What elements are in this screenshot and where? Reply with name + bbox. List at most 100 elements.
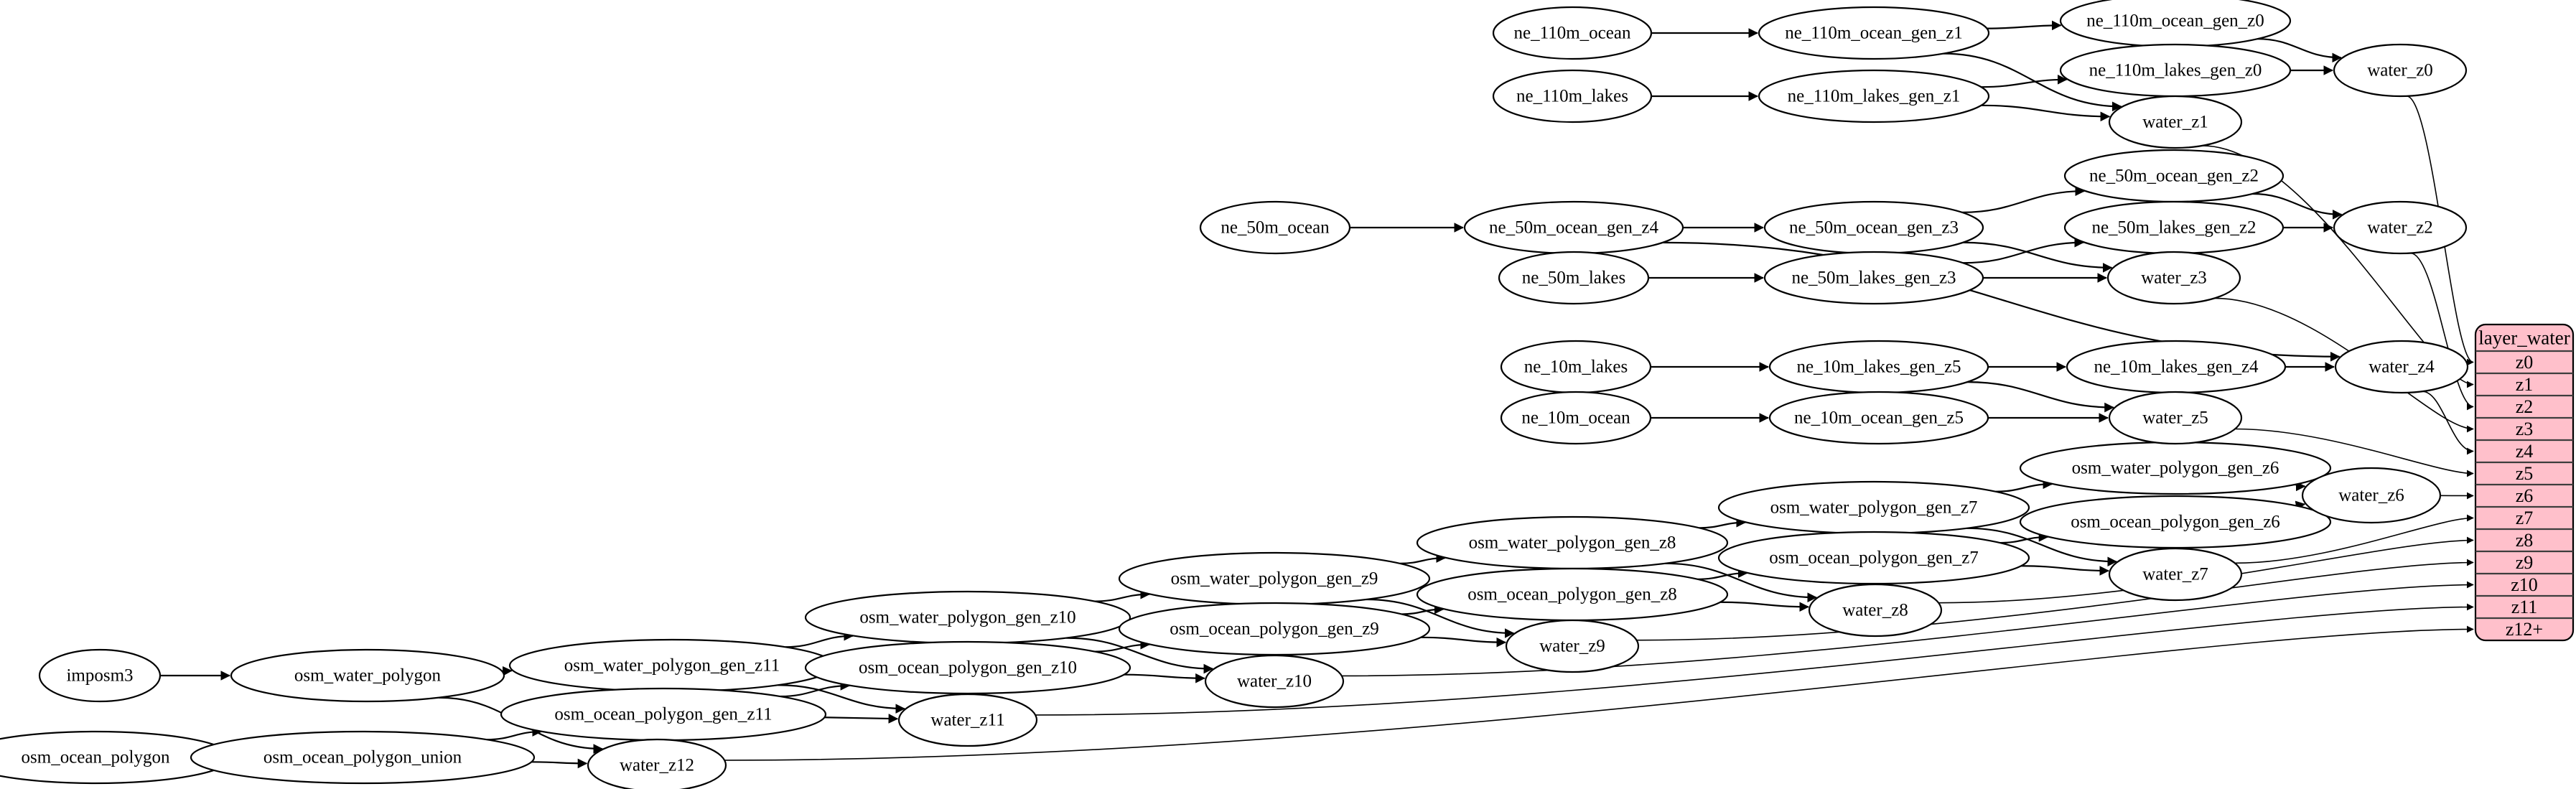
node-osm_water_polygon_gen_z6[interactable]: osm_water_polygon_gen_z6 <box>2019 441 2332 495</box>
node-label: ne_110m_lakes <box>1516 87 1628 106</box>
record-row-z2[interactable]: z2 <box>2516 396 2534 417</box>
node-osm_water_polygon_gen_z9[interactable]: osm_water_polygon_gen_z9 <box>1118 551 1431 606</box>
record-row-z10[interactable]: z10 <box>2511 574 2538 595</box>
record-row-z4[interactable]: z4 <box>2516 441 2534 462</box>
node-ellipse <box>2108 95 2243 149</box>
node-ne_110m_lakes_gen_z0[interactable]: ne_110m_lakes_gen_z0 <box>2059 43 2292 98</box>
node-water_z0[interactable]: water_z0 <box>2333 43 2468 98</box>
node-osm_water_polygon_gen_z11[interactable]: osm_water_polygon_gen_z11 <box>508 638 836 693</box>
record-row-z1[interactable]: z1 <box>2516 374 2534 395</box>
node-osm_ocean_polygon_union[interactable]: osm_ocean_polygon_union <box>190 730 536 785</box>
record-row-z6[interactable]: z6 <box>2516 485 2534 506</box>
node-water_z4[interactable]: water_z4 <box>2334 340 2469 394</box>
node-osm_ocean_polygon_gen_z11[interactable]: osm_ocean_polygon_gen_z11 <box>500 687 827 742</box>
node-ne_50m_lakes_gen_z3[interactable]: ne_50m_lakes_gen_z3 <box>1763 251 1984 305</box>
node-osm_water_polygon[interactable]: osm_water_polygon <box>230 648 505 703</box>
node-water_z7[interactable]: water_z7 <box>2108 547 2243 602</box>
node-label: ne_10m_lakes_gen_z5 <box>1796 358 1961 377</box>
edge-layer <box>160 20 2474 769</box>
node-water_z2[interactable]: water_z2 <box>2333 200 2468 255</box>
node-ne_50m_ocean_gen_z2[interactable]: ne_50m_ocean_gen_z2 <box>2063 149 2285 203</box>
node-osm_water_polygon_gen_z7[interactable]: osm_water_polygon_gen_z7 <box>1717 480 2030 535</box>
record-row-z7[interactable]: z7 <box>2516 508 2534 528</box>
node-label: ne_110m_ocean_gen_z0 <box>2086 11 2264 31</box>
node-label: osm_water_polygon_gen_z6 <box>2072 459 2279 478</box>
node-ellipse <box>1199 200 1351 255</box>
node-ne_110m_ocean_gen_z0[interactable]: ne_110m_ocean_gen_z0 <box>2059 0 2292 48</box>
node-ne_10m_lakes[interactable]: ne_10m_lakes <box>1500 340 1652 394</box>
edge-osm_water_polygon_gen_z8-to-water_z8 <box>1665 562 1818 603</box>
node-label: osm_water_polygon_gen_z10 <box>859 608 1075 627</box>
node-label: ne_50m_lakes <box>1522 269 1625 288</box>
node-ne_10m_ocean[interactable]: ne_10m_ocean <box>1500 391 1652 445</box>
node-water_z12[interactable]: water_z12 <box>587 738 727 789</box>
node-label: ne_10m_lakes <box>1524 358 1628 377</box>
node-label: ne_10m_ocean_gen_z5 <box>1794 408 1964 428</box>
node-label: water_z9 <box>1539 637 1605 656</box>
record-row-z9[interactable]: z9 <box>2516 552 2534 573</box>
node-osm_water_polygon_gen_z8[interactable]: osm_water_polygon_gen_z8 <box>1416 515 1729 570</box>
node-osm_ocean_polygon_gen_z10[interactable]: osm_ocean_polygon_gen_z10 <box>804 640 1131 695</box>
edge-ne_50m_ocean_gen_z4-to-water_z4 <box>1662 241 2341 362</box>
node-water_z5[interactable]: water_z5 <box>2108 391 2243 445</box>
node-water_z8[interactable]: water_z8 <box>1808 583 1943 638</box>
edge-osm_water_polygon_gen_z10-to-osm_water_polygon_gen_z9 <box>1094 589 1151 602</box>
node-ne_110m_lakes_gen_z1[interactable]: ne_110m_lakes_gen_z1 <box>1758 69 1990 123</box>
node-ne_50m_lakes[interactable]: ne_50m_lakes <box>1498 251 1650 305</box>
node-ellipse <box>2108 391 2243 445</box>
node-osm_ocean_polygon_gen_z6[interactable]: osm_ocean_polygon_gen_z6 <box>2019 495 2332 549</box>
node-ne_10m_lakes_gen_z5[interactable]: ne_10m_lakes_gen_z5 <box>1768 340 1989 394</box>
edge-osm_ocean_polygon_gen_z11-to-water_z11 <box>824 714 899 724</box>
edge-ne_110m_ocean_gen_z1-to-water_z1 <box>1943 52 2122 112</box>
node-osm_ocean_polygon[interactable]: osm_ocean_polygon <box>0 730 233 785</box>
node-imposm3[interactable]: imposm3 <box>38 648 162 703</box>
node-water_z6[interactable]: water_z6 <box>2301 467 2442 524</box>
node-water_z9[interactable]: water_z9 <box>1505 619 1640 673</box>
node-label: osm_ocean_polygon_gen_z9 <box>1170 620 1379 639</box>
node-label: ne_110m_lakes_gen_z0 <box>2089 61 2262 80</box>
node-label: water_z8 <box>1842 601 1908 620</box>
node-label: osm_ocean_polygon <box>22 748 170 767</box>
node-ne_110m_ocean[interactable]: ne_110m_ocean <box>1492 6 1653 60</box>
edge-osm_ocean_polygon_union-to-osm_ocean_polygon_gen_z11 <box>487 727 543 741</box>
node-ne_50m_lakes_gen_z2[interactable]: ne_50m_lakes_gen_z2 <box>2063 200 2285 255</box>
record-row-z3[interactable]: z3 <box>2516 419 2534 439</box>
record-row-z5[interactable]: z5 <box>2516 463 2534 484</box>
node-ellipse <box>190 730 536 785</box>
node-ne_110m_ocean_gen_z1[interactable]: ne_110m_ocean_gen_z1 <box>1758 6 1990 60</box>
node-osm_water_polygon_gen_z10[interactable]: osm_water_polygon_gen_z10 <box>804 590 1131 645</box>
edge-osm_ocean_polygon_gen_z9-to-water_z9 <box>1421 636 1507 648</box>
node-water_z10[interactable]: water_z10 <box>1204 654 1345 709</box>
node-ellipse <box>1758 6 1990 60</box>
node-ne_50m_ocean_gen_z4[interactable]: ne_50m_ocean_gen_z4 <box>1463 200 1684 255</box>
record-row-z12+[interactable]: z12+ <box>2506 619 2543 640</box>
node-ne_110m_lakes[interactable]: ne_110m_lakes <box>1492 69 1653 123</box>
node-ellipse <box>230 648 505 703</box>
node-label: ne_110m_ocean_gen_z1 <box>1785 24 1963 43</box>
edge-osm_water_polygon_gen_z11-to-water_z11 <box>778 684 905 714</box>
node-ellipse <box>1763 251 1984 305</box>
node-ne_50m_ocean[interactable]: ne_50m_ocean <box>1199 200 1351 255</box>
node-label: ne_50m_ocean <box>1221 218 1330 238</box>
node-water_z3[interactable]: water_z3 <box>2106 251 2241 305</box>
node-osm_ocean_polygon_gen_z8[interactable]: osm_ocean_polygon_gen_z8 <box>1416 567 1729 622</box>
node-ne_50m_ocean_gen_z3[interactable]: ne_50m_ocean_gen_z3 <box>1763 200 1984 255</box>
edge-ne_110m_ocean_gen_z1-to-ne_110m_ocean_gen_z0 <box>1987 20 2062 31</box>
record-row-z0[interactable]: z0 <box>2516 352 2534 373</box>
node-osm_ocean_polygon_gen_z7[interactable]: osm_ocean_polygon_gen_z7 <box>1717 531 2030 585</box>
node-water_z11[interactable]: water_z11 <box>897 693 1038 747</box>
node-ellipse <box>1768 391 1989 445</box>
node-ellipse <box>38 648 162 703</box>
node-osm_ocean_polygon_gen_z9[interactable]: osm_ocean_polygon_gen_z9 <box>1118 602 1431 656</box>
node-ne_10m_ocean_gen_z5[interactable]: ne_10m_ocean_gen_z5 <box>1768 391 1989 445</box>
node-ne_10m_lakes_gen_z4[interactable]: ne_10m_lakes_gen_z4 <box>2066 340 2287 394</box>
record-node-layer_water[interactable]: layer_waterz0z1z2z3z4z5z6z7z8z9z10z11z12… <box>2474 323 2575 642</box>
record-row-z11[interactable]: z11 <box>2511 597 2538 617</box>
record-row-z8[interactable]: z8 <box>2516 530 2534 551</box>
node-water_z1[interactable]: water_z1 <box>2108 95 2243 149</box>
node-ellipse <box>1505 619 1640 673</box>
node-label: water_z5 <box>2142 408 2208 428</box>
node-label: osm_ocean_polygon_gen_z10 <box>859 658 1077 678</box>
